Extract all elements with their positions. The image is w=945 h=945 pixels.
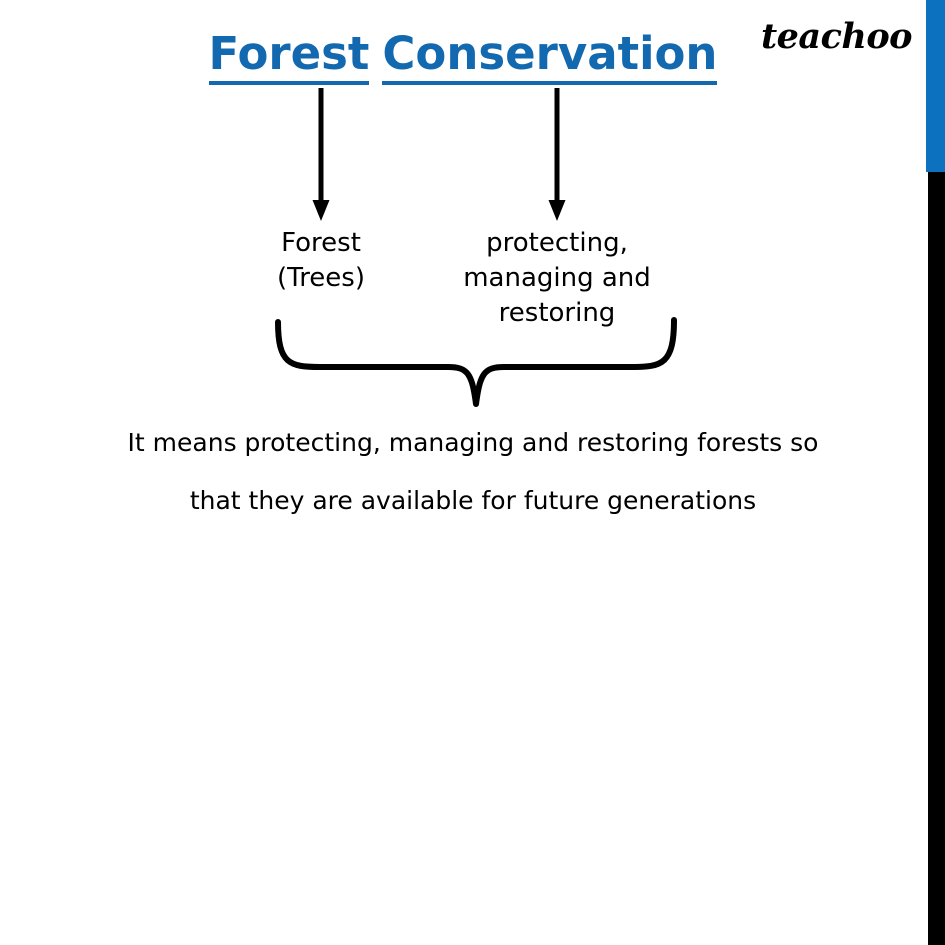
teachoo-logo: teachoo (760, 16, 913, 57)
breakdown-label-conservation-line3: restoring (498, 298, 616, 328)
arrow-down-icon-conservation (548, 88, 566, 221)
curly-brace-up-icon (275, 317, 677, 407)
right-edge-blue-bar (926, 0, 945, 172)
breakdown-label-forest: Forest (Trees) (221, 226, 421, 296)
conclusion-text-line2: that they are available for future gener… (189, 486, 757, 515)
breakdown-label-conservation-line1: protecting, (486, 228, 628, 258)
arrow-down-icon-forest (312, 88, 330, 221)
breakdown-label-conservation-line2: managing and (463, 263, 651, 293)
breakdown-label-forest-line1: Forest (281, 228, 361, 258)
page-title-word-forest: Forest (208, 28, 370, 85)
conclusion-text-line1: It means protecting, managing and restor… (127, 428, 819, 457)
conclusion-text: It means protecting, managing and restor… (60, 414, 886, 530)
page-title-word-conservation: Conservation (382, 28, 718, 85)
right-edge-black-bar (928, 172, 945, 945)
breakdown-label-conservation: protecting, managing and restoring (447, 226, 667, 331)
breakdown-label-forest-line2: (Trees) (276, 263, 365, 293)
